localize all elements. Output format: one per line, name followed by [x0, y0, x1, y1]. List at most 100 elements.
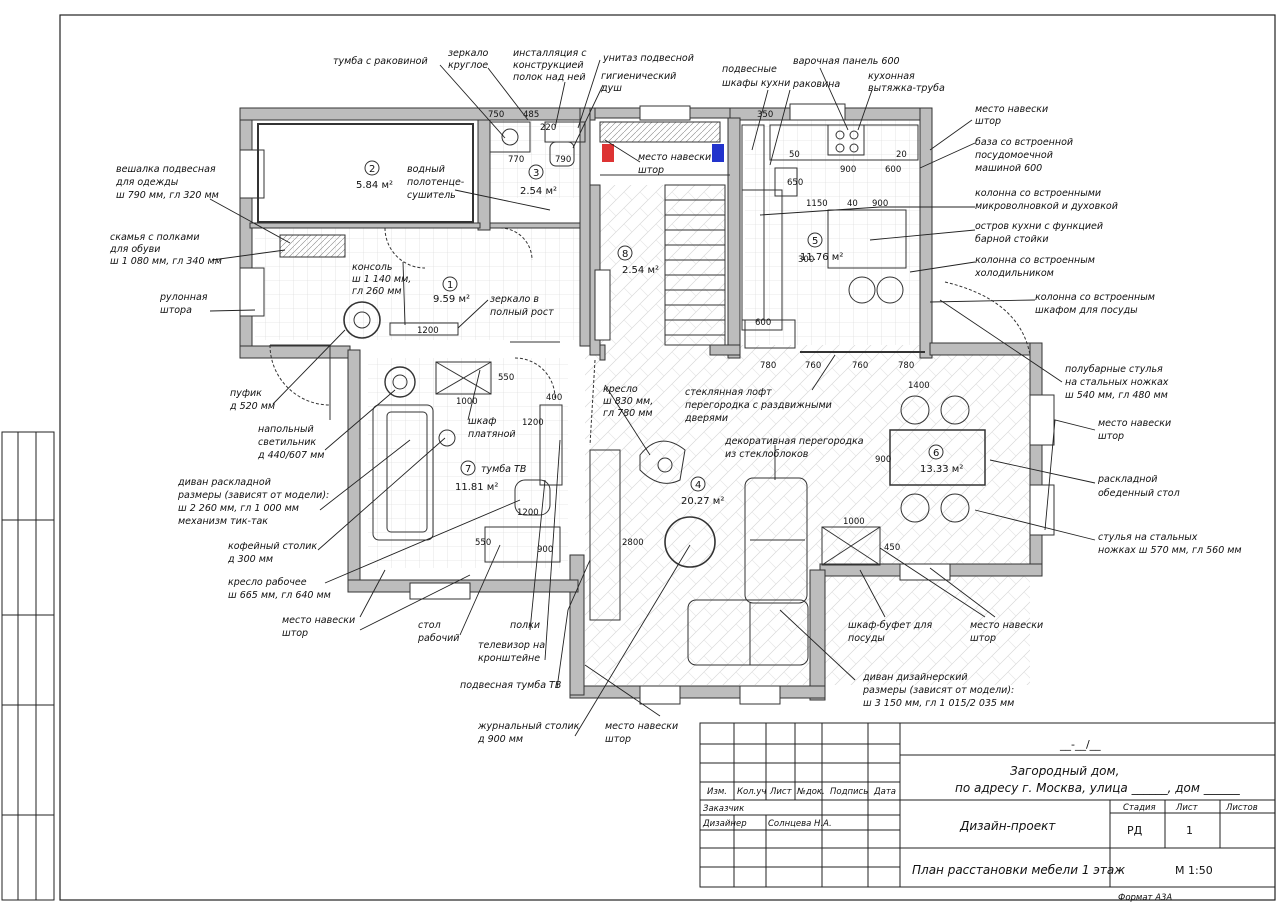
- label-mesto-shtor-right-1: место навески: [1098, 418, 1171, 429]
- room-1-area: 9.59 м²: [433, 294, 470, 305]
- dim-600-b: 600: [755, 318, 771, 328]
- dim-770: 770: [508, 155, 524, 165]
- dim-780-a: 780: [760, 361, 776, 371]
- object-line-1: Загородный дом,: [1010, 764, 1119, 778]
- label-zhurn-stolik-1: журнальный столик: [477, 721, 580, 732]
- label-baza-pmm-1: база со встроенной: [975, 137, 1073, 148]
- label-mesto-shtor-left-2: штор: [282, 628, 308, 639]
- label-shkafy-kuhni-1: подвесные: [722, 64, 777, 75]
- dim-1200-b: 1200: [522, 418, 544, 428]
- label-mesto-shtor-stair-2: штор: [638, 165, 664, 176]
- room-4-area: 20.27 м²: [681, 496, 724, 507]
- dim-450: 450: [884, 543, 900, 553]
- label-podv-tumba: подвесная тумба ТВ: [460, 680, 561, 691]
- label-kofe-stolik-1: кофейный столик: [228, 541, 317, 552]
- room-5-num: 5: [812, 236, 818, 247]
- stage-value: РД: [1127, 824, 1143, 837]
- dim-900-a: 900: [840, 165, 856, 175]
- dim-400: 400: [546, 393, 562, 403]
- label-polki: полки: [510, 620, 540, 631]
- label-divan-raskl-4: механизм тик-так: [178, 516, 268, 527]
- label-mesto-shtor-bottom-2: штор: [605, 734, 631, 745]
- label-pufik-1: пуфик: [230, 388, 262, 399]
- label-zerkalo-krugloe-1: зеркало: [448, 48, 489, 59]
- room-4-num: 4: [695, 480, 701, 491]
- label-skamya-3: ш 1 080 мм, гл 340 мм: [110, 256, 222, 267]
- label-rulonnaya-2: штора: [160, 305, 192, 316]
- label-mesto-shtor-br-1: место навески: [970, 620, 1043, 631]
- label-konsol-1: консоль: [352, 262, 392, 273]
- label-installyaciya-1: инсталляция с: [513, 48, 587, 59]
- label-mesto-shtor-br-2: штор: [970, 633, 996, 644]
- label-stol-rab-2: рабочий: [417, 633, 459, 644]
- room-8-num: 8: [622, 249, 628, 260]
- design-label: Дизайн-проект: [959, 819, 1056, 833]
- dim-1200-a: 1200: [417, 326, 439, 336]
- room-3-num: 3: [533, 168, 539, 179]
- room-1-num: 1: [447, 280, 453, 291]
- room-7-num: 7: [465, 464, 471, 475]
- label-vodn-polot-3: сушитель: [407, 190, 456, 201]
- label-skamya-1: скамья с полками: [110, 232, 200, 243]
- hdr-data: Дата: [873, 787, 896, 797]
- room-5-area: 11.76 м²: [800, 252, 843, 263]
- label-steklyannaya-1: стеклянная лофт: [685, 387, 772, 398]
- label-vytyazhka-2: вытяжка-труба: [868, 83, 945, 94]
- label-televizor-2: кронштейне: [478, 653, 540, 664]
- room-8-area: 2.54 м²: [622, 265, 659, 276]
- room-7-area: 11.81 м²: [455, 482, 498, 493]
- floor-fills: [255, 118, 1030, 685]
- staircase: [599, 121, 730, 346]
- dim-20: 20: [896, 150, 907, 160]
- title-block-text: __-__/__ Загородный дом, по адресу г. Мо…: [702, 738, 1258, 903]
- label-kreslo-2: ш 830 мм,: [603, 396, 653, 407]
- label-konsol-3: гл 260 мм: [352, 286, 402, 297]
- label-mesto-shtor-left-1: место навески: [282, 615, 355, 626]
- project-code: __-__/__: [1059, 738, 1101, 751]
- label-skamya-2: для обуви: [109, 244, 160, 255]
- hdr-koluch: Кол.уч: [737, 787, 766, 797]
- scale-value: М 1:50: [1175, 864, 1213, 877]
- label-napol-svet-2: светильник: [258, 437, 316, 448]
- label-kolonna-svch-2: микроволновкой и духовкой: [975, 201, 1118, 212]
- label-zerkalo-rost-1: зеркало в: [490, 294, 539, 305]
- label-raskl-stol-2: обеденный стол: [1098, 488, 1180, 499]
- label-shkaf-plat-2: платяной: [468, 429, 516, 440]
- label-mesto-shtor-stair-1: место навески: [638, 152, 711, 163]
- label-divan-dizain-3: ш 3 150 мм, гл 1 015/2 035 мм: [863, 698, 1014, 709]
- sheets-header: Листов: [1225, 803, 1258, 813]
- dim-650: 650: [787, 178, 803, 188]
- label-shkaf-plat-1: шкаф: [468, 416, 496, 427]
- dim-1000-b: 1000: [456, 397, 478, 407]
- dim-790: 790: [555, 155, 571, 165]
- dim-750: 750: [488, 110, 504, 120]
- label-mesto-shtor-bottom-1: место навески: [605, 721, 678, 732]
- hdr-list: Лист: [769, 787, 793, 797]
- label-vytyazhka-1: кухонная: [868, 71, 915, 82]
- dim-2800: 2800: [622, 538, 644, 548]
- label-installyaciya-2: конструкцией: [513, 60, 584, 71]
- label-kreslo-1: кресло: [603, 384, 638, 395]
- label-raskl-stol-1: раскладной: [1097, 474, 1157, 485]
- label-baza-pmm-3: машиной 600: [975, 163, 1042, 174]
- label-mesto-shtor-right-2: штор: [1098, 431, 1124, 442]
- label-polubar-2: на стальных ножках: [1065, 377, 1169, 388]
- dim-600-a: 600: [885, 165, 901, 175]
- dimension-labels: 750 485 220 770 790 350 50 900 600 20 11…: [417, 110, 930, 555]
- room-2-area: 5.84 м²: [356, 180, 393, 191]
- label-stulya-2: ножках ш 570 мм, гл 560 мм: [1098, 545, 1242, 556]
- label-televizor-1: телевизор на: [478, 640, 545, 651]
- label-stulya-1: стулья на стальных: [1098, 532, 1198, 543]
- label-kreslo-rab-1: кресло рабочее: [228, 577, 307, 588]
- label-dekor-1: декоративная перегородка: [724, 436, 864, 447]
- dim-220: 220: [540, 123, 556, 133]
- hdr-ndok: №док.: [796, 787, 825, 797]
- sheet-frame: [1, 14, 1276, 901]
- label-kolonna-posuda-2: шкафом для посуды: [1035, 305, 1138, 316]
- label-kolonna-posuda-1: колонна со встроенным: [1035, 292, 1155, 303]
- label-dekor-2: из стеклоблоков: [725, 449, 809, 460]
- label-gig-dush-1: гигиенический: [601, 71, 676, 82]
- label-mesto-shtor-kitchen-2: штор: [975, 116, 1001, 127]
- row-zakazchik: Заказчик: [703, 804, 745, 814]
